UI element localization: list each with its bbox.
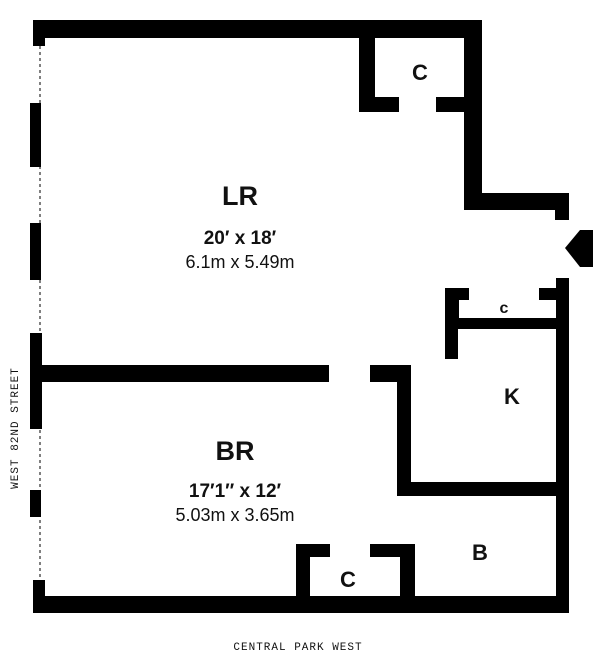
living-room-label: LR (222, 181, 258, 211)
left-wall-top (33, 20, 45, 46)
street-windows (30, 46, 42, 580)
small-closet-label: c (500, 300, 509, 317)
bedroom-dimensions-m: 5.03m x 3.65m (175, 505, 294, 525)
lr-br-partition (33, 365, 411, 495)
entry-jamb (555, 193, 569, 220)
top-wall (33, 20, 482, 38)
living-room-dimensions-m: 6.1m x 5.49m (185, 252, 294, 272)
kitchen-label: K (504, 384, 520, 409)
bottom-street-label: CENTRAL PARK WEST (233, 642, 362, 654)
left-wall-bottom (33, 580, 45, 613)
right-wall-upper (464, 20, 482, 210)
kitchen-walls (397, 288, 569, 496)
entrance-arrow-icon (565, 230, 593, 267)
bath-label: B (472, 540, 488, 565)
left-wall-segment (30, 223, 41, 280)
bedroom-label: BR (216, 436, 255, 466)
living-room-dimensions-ft: 20′ x 18′ (204, 228, 277, 249)
br-closet-label: C (340, 567, 356, 592)
lr-closet-walls (359, 20, 482, 112)
left-street-label: WEST 82ND STREET (10, 367, 22, 489)
br-closet-walls (296, 544, 415, 613)
right-wall-lower (556, 278, 569, 613)
lr-closet-label: C (412, 60, 428, 85)
outer-walls (33, 20, 569, 613)
left-wall-segment (30, 103, 41, 167)
entry-wall (464, 193, 569, 210)
left-wall-segment (30, 490, 41, 517)
bedroom-dimensions-ft: 17′1″ x 12′ (189, 481, 282, 502)
